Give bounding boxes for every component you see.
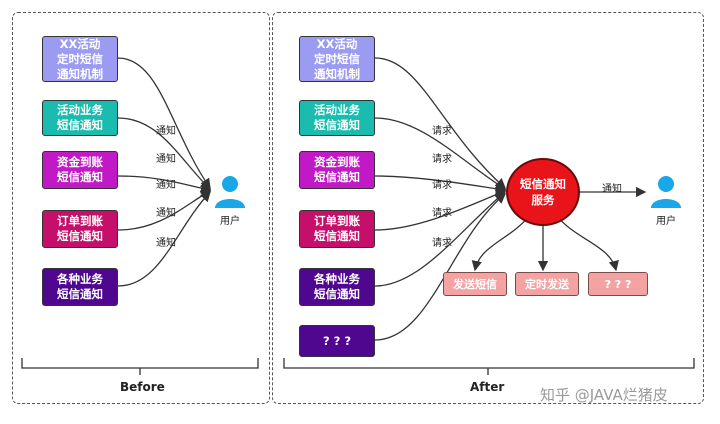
before-edge-1 xyxy=(117,57,211,190)
before-edge-5 xyxy=(117,191,211,287)
before-bracket xyxy=(21,358,259,375)
before-source-1: XX活动 定时短信 通知机制 xyxy=(42,36,118,82)
before-source-3: 资金到账 短信通知 xyxy=(42,151,118,189)
before-edge-label-2: 通知 xyxy=(156,154,176,165)
before-source-4: 订单到账 短信通知 xyxy=(42,210,118,248)
after-source-6: ? ? ? xyxy=(299,325,375,357)
after-user-label: 用户 xyxy=(656,216,676,227)
after-edge-2 xyxy=(374,117,507,190)
after-edge-label-5: 请求 xyxy=(432,238,452,249)
before-source-2: 活动业务 短信通知 xyxy=(42,100,118,136)
before-edge-3 xyxy=(117,175,212,194)
before-user-icon xyxy=(215,176,245,208)
before-edge-label-3: 通知 xyxy=(156,180,176,191)
after-bracket xyxy=(283,358,695,375)
after-edge-4 xyxy=(374,189,507,231)
after-caption: After xyxy=(470,380,505,394)
service-to-sub-1 xyxy=(471,214,531,272)
before-edge-label-5: 通知 xyxy=(156,238,176,249)
after-edge-label-2: 请求 xyxy=(432,154,452,165)
after-edge-label-3: 请求 xyxy=(432,180,452,191)
sub-service-send: 发送短信 xyxy=(443,272,507,296)
before-caption: Before xyxy=(120,380,165,394)
after-user-icon xyxy=(651,176,681,208)
after-source-3: 资金到账 短信通知 xyxy=(299,151,375,189)
after-edge-1 xyxy=(374,57,506,189)
service-to-user-label: 通知 xyxy=(602,184,622,195)
sub-service-unknown: ? ? ? xyxy=(588,272,648,296)
sub-service-scheduled: 定时发送 xyxy=(515,272,579,296)
sms-service-node: 短信通知 服务 xyxy=(506,158,580,226)
after-edge-5 xyxy=(374,191,506,287)
before-source-5: 各种业务 短信通知 xyxy=(42,268,118,306)
after-source-5: 各种业务 短信通知 xyxy=(299,268,375,306)
before-edge-label-4: 通知 xyxy=(156,208,176,219)
after-edge-label-1: 请求 xyxy=(432,126,452,137)
service-to-sub-3 xyxy=(555,214,619,272)
after-edge-6 xyxy=(374,193,506,341)
after-edge-label-4: 请求 xyxy=(432,208,452,219)
before-edge-2 xyxy=(117,117,211,190)
before-edge-label-1: 通知 xyxy=(156,126,176,137)
watermark: 知乎 @JAVA烂猪皮 xyxy=(540,386,668,404)
after-source-1: XX活动 定时短信 通知机制 xyxy=(299,36,375,82)
before-user-label: 用户 xyxy=(220,216,240,227)
after-source-4: 订单到账 短信通知 xyxy=(299,210,375,248)
before-panel xyxy=(12,12,270,404)
after-panel xyxy=(272,12,704,404)
after-edge-3 xyxy=(374,175,507,194)
after-source-2: 活动业务 短信通知 xyxy=(299,100,375,136)
